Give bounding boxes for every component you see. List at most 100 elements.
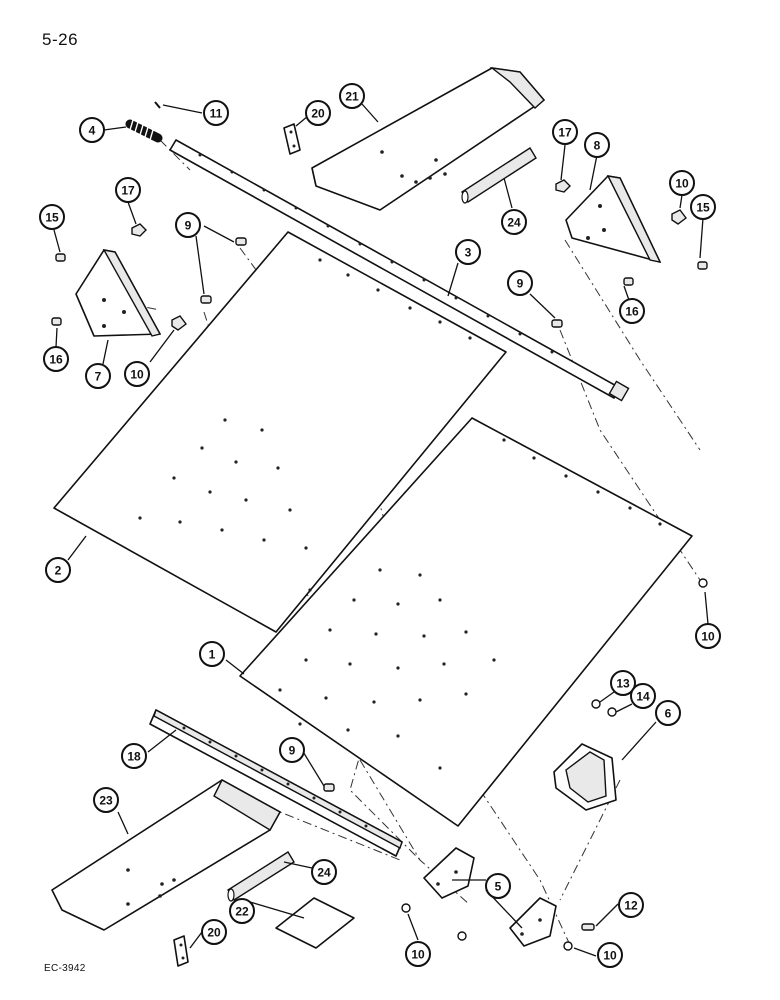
callout-circle	[552, 119, 578, 145]
callout-number: 22	[235, 905, 249, 919]
bolt	[51, 317, 62, 326]
part-callout-9: 9	[175, 212, 201, 238]
callout-circle	[279, 737, 305, 763]
part-callout-20: 20	[305, 100, 331, 126]
callout-circle	[124, 361, 150, 387]
bolt	[235, 237, 247, 246]
square-pad	[275, 897, 355, 949]
part-callout-14: 14	[630, 683, 656, 709]
part-callout-21: 21	[339, 83, 365, 109]
part-callout-17: 17	[115, 177, 141, 203]
lower-floor-plate	[239, 417, 693, 827]
callout-number: 5	[495, 880, 502, 894]
bolt	[581, 923, 595, 931]
callout-number: 15	[696, 201, 710, 215]
part-callout-10: 10	[124, 361, 150, 387]
nut	[131, 223, 147, 237]
part-callout-12: 12	[618, 892, 644, 918]
callout-circle	[311, 859, 337, 885]
callout-number: 24	[507, 216, 521, 230]
callout-number: 3	[465, 246, 472, 260]
callout-circle	[584, 132, 610, 158]
drawing-reference-code: EC-3942	[44, 963, 86, 974]
callout-number: 23	[99, 794, 113, 808]
callout-circle	[39, 204, 65, 230]
callout-number: 21	[345, 90, 359, 104]
callout-number: 10	[675, 177, 689, 191]
right-bracket	[565, 175, 662, 263]
callout-number: 18	[127, 750, 141, 764]
callout-number: 12	[624, 899, 638, 913]
upper-deflector-panel	[311, 66, 545, 211]
callout-circle	[485, 873, 511, 899]
callout-circle	[610, 670, 636, 696]
callout-number: 15	[45, 211, 59, 225]
washer	[457, 931, 467, 941]
hardware	[51, 179, 708, 951]
part-callout-15: 15	[39, 204, 65, 230]
bolt	[55, 253, 66, 262]
callout-circle	[79, 117, 105, 143]
callout-number: 16	[625, 305, 639, 319]
spring	[125, 119, 163, 143]
callout-number: 1	[209, 648, 216, 662]
callout-number: 10	[701, 630, 715, 644]
bolt	[623, 277, 634, 286]
part-callout-13: 13	[610, 670, 636, 696]
lower-deflector-panel	[51, 779, 281, 931]
callout-circle	[695, 623, 721, 649]
small-plate-lower	[173, 935, 189, 967]
callout-number: 4	[89, 124, 96, 138]
callout-circle	[175, 212, 201, 238]
callout-number: 11	[210, 107, 223, 121]
callout-circle	[455, 239, 481, 265]
callout-circle	[501, 209, 527, 235]
callout-circle	[618, 892, 644, 918]
part-callout-16: 16	[43, 346, 69, 372]
callout-circle	[655, 700, 681, 726]
page-number-label: 5-26	[42, 30, 79, 49]
main-shaft	[169, 139, 630, 402]
washer	[591, 699, 601, 709]
washer	[698, 578, 708, 588]
part-callout-9: 9	[507, 270, 533, 296]
callout-number: 9	[289, 744, 296, 758]
part-callout-7: 7	[85, 363, 111, 389]
callout-number: 20	[207, 926, 221, 940]
part-callout-10: 10	[669, 170, 695, 196]
callout-number: 9	[517, 277, 524, 291]
callout-circle	[305, 100, 331, 126]
bolt	[200, 295, 212, 304]
part-callout-18: 18	[121, 743, 147, 769]
washer	[563, 941, 573, 951]
washer	[401, 903, 411, 913]
part-callout-23: 23	[93, 787, 119, 813]
part-callout-15: 15	[690, 194, 716, 220]
clip-left	[423, 847, 475, 899]
callout-circle	[507, 270, 533, 296]
left-bracket	[75, 249, 162, 337]
callout-circle	[121, 743, 147, 769]
callout-circle	[115, 177, 141, 203]
part-callout-4: 4	[79, 117, 105, 143]
callout-circle	[619, 298, 645, 324]
lower-rod	[227, 851, 295, 902]
part-callout-8: 8	[584, 132, 610, 158]
callout-number: 13	[616, 677, 630, 691]
callout-number: 9	[185, 219, 192, 233]
callout-circle	[229, 898, 255, 924]
callout-circle	[669, 170, 695, 196]
part-callout-22: 22	[229, 898, 255, 924]
channel-guide	[553, 743, 617, 811]
callout-circle	[93, 787, 119, 813]
part-callout-9: 9	[279, 737, 305, 763]
part-callout-2: 2	[45, 557, 71, 583]
bolt	[697, 261, 708, 270]
lower-rail	[149, 708, 403, 857]
part-callout-24: 24	[501, 209, 527, 235]
callout-circle	[199, 641, 225, 667]
small-plate-upper	[283, 123, 301, 155]
nut	[671, 209, 687, 225]
